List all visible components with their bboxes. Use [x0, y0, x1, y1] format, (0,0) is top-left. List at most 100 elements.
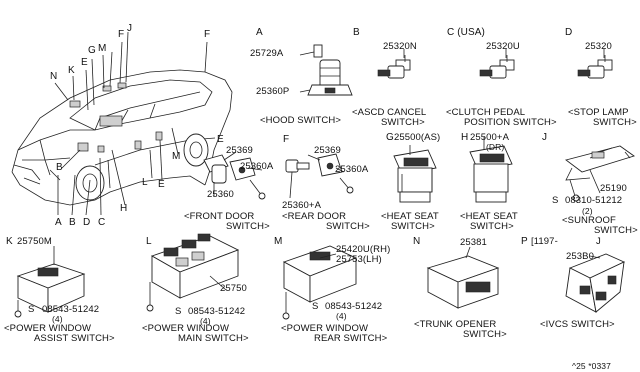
part-number-25500-as: 25500(AS) — [394, 132, 441, 143]
part-number-08543-51242-m: 08543-51242 — [325, 301, 383, 312]
part-number-25500-plus-a: 25500+A — [470, 132, 510, 143]
caption-pw-rear-line1: <POWER WINDOW — [281, 323, 369, 334]
car-callout-b: B — [56, 162, 63, 173]
part-number-25320u: 25320U — [486, 41, 520, 52]
caption-sunroof-line2: SWITCH> — [594, 225, 638, 236]
section-f-label: F — [283, 134, 290, 145]
car-callout-h: H — [120, 203, 128, 214]
caption-ascd-line1: <ASCD CANCEL — [352, 107, 427, 118]
caption-ascd-line2: SWITCH> — [381, 117, 425, 128]
car-callout-b2: B — [69, 217, 76, 228]
section-n-label: N — [413, 236, 421, 247]
trunk-opener-switch-drawing — [426, 246, 500, 309]
car-callout-m: M — [98, 43, 107, 54]
car-callout-n: N — [50, 71, 58, 82]
part-number-25360a-front: 25360A — [240, 161, 274, 172]
caption-heat-seat-dr-line1: <HEAT SEAT — [460, 211, 518, 222]
ivcs-date-range: [1197- — [531, 236, 558, 247]
caption-stop-lamp-line1: <STOP LAMP — [568, 107, 629, 118]
section-m-label: M — [274, 236, 283, 247]
section-l-label: L — [146, 236, 152, 247]
car-callout-a: A — [55, 217, 62, 228]
sunroof-screw-qty: (2) — [582, 206, 593, 216]
heat-seat-switch-dr-drawing — [469, 145, 513, 203]
power-window-rear-switch-drawing — [282, 245, 358, 320]
front-door-switch-drawing — [203, 154, 266, 200]
leader-lines — [53, 49, 605, 291]
car-callout-f: F — [118, 29, 125, 40]
section-e-label: E — [217, 134, 224, 145]
part-number-25369-front: 25369 — [226, 145, 253, 156]
section-p-label: P — [521, 236, 528, 247]
part-number-25750: 25750 — [220, 283, 247, 294]
car-callout-d: D — [83, 217, 91, 228]
section-h-label: H — [461, 132, 469, 143]
caption-heat-seat-dr-line2: SWITCH> — [470, 221, 514, 232]
part-number-25360-plus-a: 25360+A — [282, 200, 322, 211]
rear-screw-qty: (4) — [336, 311, 347, 321]
clutch-pedal-switch-drawing — [479, 55, 515, 79]
section-g-label: G — [386, 132, 394, 143]
car-callout-m2: M — [172, 151, 181, 162]
part-number-25190: 25190 — [600, 183, 627, 194]
caption-heat-seat-line1: <HEAT SEAT — [381, 211, 439, 222]
ivcs-switch-drawing — [565, 253, 626, 313]
caption-pw-assist-line2: ASSIST SWITCH> — [34, 333, 115, 344]
car-callout-f2: F — [204, 29, 211, 40]
screw-s-k: S — [28, 304, 35, 315]
main-screw-qty: (4) — [200, 316, 211, 326]
car-callout-e: E — [81, 57, 88, 68]
part-number-25729a: 25729A — [250, 48, 284, 59]
caption-rear-door-line1: <REAR DOOR — [282, 211, 347, 222]
car-callout-g: G — [88, 45, 96, 56]
part-number-25420u-rh: 25420U(RH) — [336, 244, 391, 255]
part-number-08310-51212: 08310-51212 — [565, 195, 623, 206]
diagram-footer-code: ^25 *0337 — [572, 361, 611, 371]
caption-rear-door-line2: SWITCH> — [326, 221, 370, 232]
section-j-label: J — [542, 132, 548, 143]
part-number-08543-51242-k: 08543-51242 — [42, 304, 100, 315]
caption-clutch-line2: POSITION SWITCH> — [464, 117, 557, 128]
assist-screw-qty: (4) — [52, 314, 63, 324]
car-callout-j: J — [127, 23, 133, 34]
caption-stop-lamp-line2: SWITCH> — [593, 117, 637, 128]
car-callout-e2: E — [158, 179, 165, 190]
part-number-25320: 25320 — [585, 41, 612, 52]
caption-ivcs: <IVCS SWITCH> — [540, 319, 615, 330]
car-callout-l: L — [142, 177, 148, 188]
caption-hood-switch: <HOOD SWITCH> — [260, 115, 342, 126]
caption-front-door-line1: <FRONT DOOR — [184, 211, 255, 222]
sunroof-switch-drawing — [564, 145, 636, 202]
section-b-label: B — [353, 27, 360, 38]
part-number-25369-rear: 25369 — [314, 145, 341, 156]
section-c-label: C (USA) — [447, 27, 485, 38]
hood-switch-drawing — [299, 44, 353, 96]
part-number-25753-lh: 25753(LH) — [336, 254, 382, 265]
power-window-assist-switch-drawing — [14, 263, 86, 318]
caption-trunk-line2: SWITCH> — [463, 329, 507, 340]
car-illustration — [11, 31, 233, 216]
part-number-25360p: 25360P — [256, 86, 290, 97]
caption-front-door-line2: SWITCH> — [226, 221, 270, 232]
caption-pw-rear-line2: REAR SWITCH> — [314, 333, 388, 344]
caption-pw-main-line1: <POWER WINDOW — [142, 323, 230, 334]
ivcs-date-close: J — [596, 236, 601, 247]
car-callout-k: K — [68, 65, 75, 76]
power-window-main-switch-drawing — [146, 233, 240, 312]
caption-heat-seat-line2: SWITCH> — [391, 221, 435, 232]
part-number-25381: 25381 — [460, 237, 487, 248]
screw-s-l: S — [175, 306, 182, 317]
section-k-label: K — [6, 236, 13, 247]
part-number-25320n: 25320N — [383, 41, 417, 52]
caption-clutch-line1: <CLUTCH PEDAL — [446, 107, 526, 118]
part-number-08543-51242-l: 08543-51242 — [188, 306, 246, 317]
caption-sunroof-line1: <SUNROOF — [562, 215, 616, 226]
heat-seat-switch-drawing — [393, 149, 437, 203]
part-number-253b0: 253B0 — [566, 251, 594, 262]
section-d-label: D — [565, 27, 573, 38]
caption-trunk-line1: <TRUNK OPENER — [414, 319, 497, 330]
part-number-25360a-rear: 25360A — [335, 164, 369, 175]
stop-lamp-switch-drawing — [577, 55, 613, 79]
